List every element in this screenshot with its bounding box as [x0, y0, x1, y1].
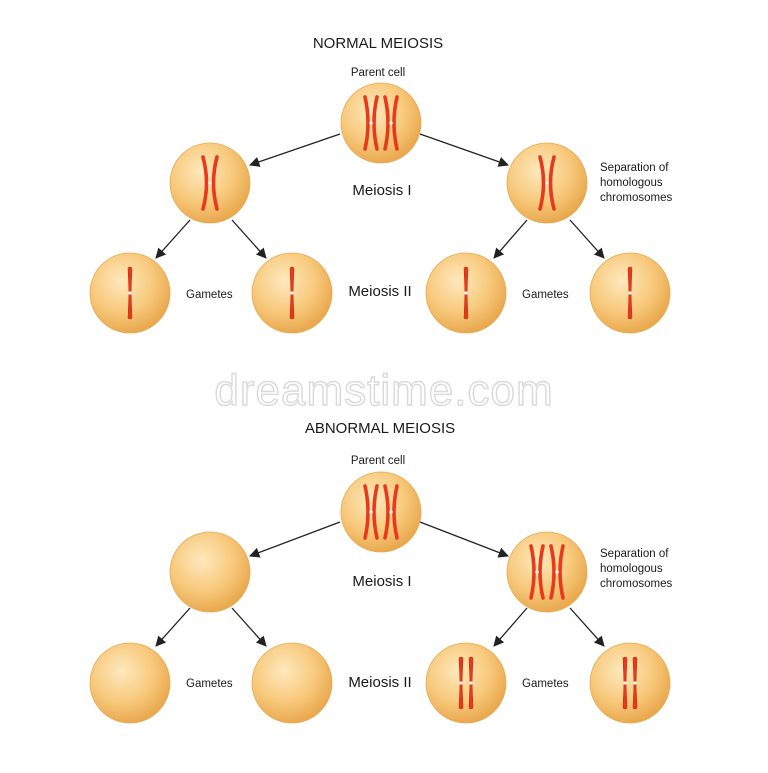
chromosome-icon [383, 95, 399, 151]
arrow-icon [231, 607, 267, 647]
centromere [464, 291, 468, 295]
arrow-icon [155, 607, 191, 647]
centromere [469, 681, 473, 685]
abnormal-gamete-cell-2 [251, 642, 333, 724]
normal-gamete-cell-1 [89, 252, 171, 334]
arrow-icon [493, 607, 528, 647]
abnormal-gametes-left-label: Gametes [186, 678, 233, 690]
arrow-icon [249, 133, 341, 167]
chromosome-icon [363, 95, 379, 151]
cell-body [251, 642, 333, 724]
chromosome-icon [201, 155, 219, 211]
abnormal-meiosis-section: ABNORMAL MEIOSIS Parent cell Meiosis I M… [89, 420, 672, 724]
arrow-icon [419, 521, 509, 558]
cell-body [340, 471, 422, 553]
chromosome-icon [383, 484, 399, 540]
abnormal-separation-label-line3: chromosomes [600, 578, 672, 590]
normal-gamete-cell-3 [425, 252, 507, 334]
abnormal-gamete-cell-4 [589, 642, 671, 724]
abnormal-cells [89, 471, 671, 724]
arrow-icon [493, 219, 528, 259]
abnormal-title: ABNORMAL MEIOSIS [305, 420, 455, 437]
abnormal-separation-label-line2: homologous [600, 563, 663, 575]
normal-gametes-left-label: Gametes [186, 289, 233, 301]
normal-parent-cell [340, 82, 422, 164]
abnormal-parent-label: Parent cell [351, 455, 405, 467]
normal-meiosis1-right-cell [506, 142, 588, 224]
chromosome-icon [529, 544, 545, 600]
normal-meiosis1-left-cell [169, 142, 251, 224]
abnormal-meiosis1-left-cell [169, 531, 251, 613]
arrow-icon [249, 521, 341, 558]
normal-gamete-cell-4 [589, 252, 671, 334]
abnormal-separation-label-line1: Separation of [600, 548, 669, 560]
chromosome-icon [363, 484, 379, 540]
abnormal-meiosis1-label: Meiosis I [352, 573, 411, 590]
cell-body [169, 531, 251, 613]
centromere [290, 291, 294, 295]
normal-parent-label: Parent cell [351, 67, 405, 79]
normal-separation-label-line1: Separation of [600, 162, 669, 174]
normal-gamete-cell-2 [251, 252, 333, 334]
centromere [628, 291, 632, 295]
abnormal-gamete-cell-3 [425, 642, 507, 724]
normal-arrows [155, 133, 605, 259]
cell-body [589, 642, 671, 724]
cell-body [89, 642, 171, 724]
normal-meiosis2-label: Meiosis II [348, 283, 411, 300]
cell-body [506, 531, 588, 613]
abnormal-meiosis1-right-cell [506, 531, 588, 613]
watermark-text: dreamstime.com [214, 366, 553, 415]
cell-body [425, 642, 507, 724]
normal-meiosis-section: NORMAL MEIOSIS Parent cell Meiosis I Mei… [89, 35, 672, 334]
normal-meiosis1-label: Meiosis I [352, 182, 411, 199]
abnormal-arrows [155, 521, 605, 647]
arrow-icon [419, 133, 509, 167]
cell-body [340, 82, 422, 164]
chromosome-icon [549, 544, 565, 600]
abnormal-parent-cell [340, 471, 422, 553]
abnormal-gametes-right-label: Gametes [522, 678, 569, 690]
centromere [459, 681, 463, 685]
centromere [623, 681, 627, 685]
arrow-icon [155, 219, 191, 259]
normal-separation-label-line3: chromosomes [600, 192, 672, 204]
centromere [633, 681, 637, 685]
abnormal-meiosis2-label: Meiosis II [348, 674, 411, 691]
arrow-icon [569, 219, 605, 259]
centromere [128, 291, 132, 295]
normal-title: NORMAL MEIOSIS [313, 35, 443, 52]
chromosome-icon [538, 155, 556, 211]
arrow-icon [569, 607, 605, 647]
normal-cells [89, 82, 671, 334]
normal-gametes-right-label: Gametes [522, 289, 569, 301]
arrow-icon [231, 219, 267, 259]
abnormal-gamete-cell-1 [89, 642, 171, 724]
normal-separation-label-line2: homologous [600, 177, 663, 189]
